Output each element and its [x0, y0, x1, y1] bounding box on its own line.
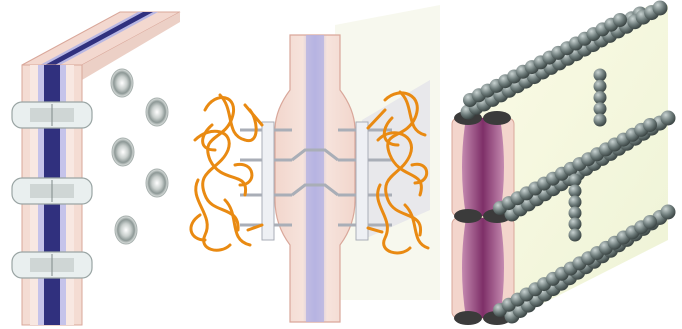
actin-bead: [594, 114, 607, 127]
pore-disk: [146, 98, 168, 126]
pore-disk: [115, 216, 137, 244]
actin-bead: [661, 111, 676, 126]
connector-knob: [12, 252, 92, 278]
junction-panel-center: [191, 5, 440, 322]
plaque-left: [262, 122, 274, 240]
actin-bead: [594, 80, 607, 93]
plaque-right: [356, 122, 368, 240]
actin-bead: [594, 102, 607, 115]
central-light-band: [306, 35, 324, 322]
actin-bead: [661, 205, 676, 220]
junction-panel-left: [12, 12, 180, 325]
actin-bead: [569, 229, 582, 242]
actin-bead: [653, 1, 668, 16]
actin-bead: [594, 69, 607, 82]
pore-disk: [111, 69, 133, 97]
intermediate-filaments-left: [191, 95, 262, 250]
actin-bead: [613, 13, 627, 27]
actin-bead: [594, 91, 607, 104]
actin-bead: [643, 215, 657, 229]
actin-bead: [643, 118, 657, 132]
connector-knob: [12, 178, 92, 204]
pore-disk: [112, 138, 134, 166]
connector-knob: [12, 102, 92, 128]
junction-panel-right: [452, 1, 676, 326]
pore-disk: [146, 169, 168, 197]
